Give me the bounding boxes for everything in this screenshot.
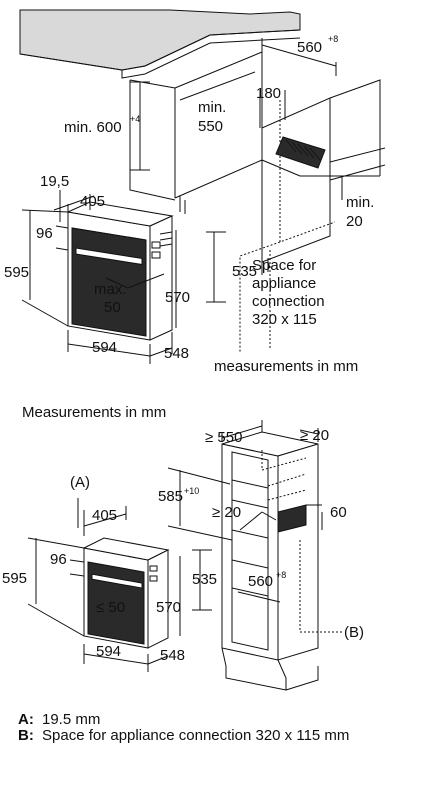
top-dim-min: min. — [198, 99, 226, 116]
note-a-key: A: — [18, 711, 34, 728]
top-units: measurements in mm — [214, 358, 358, 375]
bottom-dim-585: 585 — [158, 488, 183, 505]
bottom-dim-535: 535 — [192, 571, 217, 588]
top-space-line2: appliance — [252, 275, 316, 292]
note-b: B: Space for appliance connection 320 x … — [18, 728, 418, 744]
top-dim-min600-sup: +4 — [130, 114, 140, 124]
top-dim-560: 560 — [297, 39, 322, 56]
bottom-oven — [82, 537, 170, 649]
top-dim-20: 20 — [346, 213, 363, 230]
top-labels: 560 +8 min. 600 +4 min. 550 180 min. 20 … — [4, 34, 374, 375]
bottom-dim-550: ≥ 550 — [205, 429, 242, 446]
bottom-dimension-lines — [27, 420, 342, 672]
top-dim-594: 594 — [92, 339, 117, 356]
bottom-installation-diagram: Measurements in mm — [2, 404, 364, 691]
top-space-line3: connection — [252, 293, 325, 310]
bottom-labels: (A) ≥ 550 ≥ 20 585 +10 60 ≥ 20 405 96 59… — [2, 427, 364, 664]
bottom-dim-50: ≤ 50 — [96, 599, 125, 616]
top-oven — [66, 201, 174, 341]
bottom-dim-548: 548 — [160, 647, 185, 664]
note-a: A: 19.5 mm — [18, 712, 418, 728]
top-dim-560-sup: +8 — [328, 34, 338, 44]
bottom-title: Measurements in mm — [22, 404, 166, 421]
bottom-dim-570: 570 — [156, 599, 181, 616]
bottom-dim-20-mid: ≥ 20 — [212, 504, 241, 521]
top-dim-50: 50 — [104, 299, 121, 316]
bottom-dim-60: 60 — [330, 504, 347, 521]
bottom-dim-405: 405 — [92, 507, 117, 524]
bottom-dim-20-top: ≥ 20 — [300, 427, 329, 444]
top-dim-min2: min. — [346, 194, 374, 211]
top-dim-405: 405 — [80, 193, 105, 210]
top-installation-diagram: 560 +8 min. 600 +4 min. 550 180 min. 20 … — [4, 9, 386, 375]
bottom-label-b: (B) — [344, 624, 364, 641]
top-dim-min600: min. 600 — [64, 119, 122, 136]
top-dim-550: 550 — [198, 118, 223, 135]
top-dim-570: 570 — [165, 289, 190, 306]
top-dim-595: 595 — [4, 264, 29, 281]
top-space-line1: Space for — [252, 257, 316, 274]
bottom-dim-96: 96 — [50, 551, 67, 568]
top-space-line4: 320 x 115 — [252, 311, 317, 328]
top-dim-max: max. — [94, 281, 127, 298]
note-b-key: B: — [18, 727, 34, 744]
legend-notes: A: 19.5 mm B: Space for appliance connec… — [18, 712, 418, 744]
top-dimension-lines — [21, 38, 343, 364]
bottom-dim-560-sup: +8 — [276, 570, 286, 580]
top-dim-180: 180 — [256, 85, 281, 102]
top-dim-96: 96 — [36, 225, 53, 242]
note-b-text: Space for appliance connection 320 x 115… — [42, 727, 350, 744]
bottom-dim-594: 594 — [96, 643, 121, 660]
top-dim-535: 535 — [232, 263, 257, 280]
bottom-dim-560: 560 — [248, 573, 273, 590]
note-a-text: 19.5 mm — [42, 711, 101, 728]
top-dim-19-5: 19,5 — [40, 173, 69, 190]
tall-cabinet — [221, 431, 319, 691]
bottom-label-a: (A) — [70, 474, 90, 491]
bottom-dim-595: 595 — [2, 570, 27, 587]
top-dim-548: 548 — [164, 345, 189, 362]
top-cabinet — [129, 51, 386, 352]
bottom-dim-585-sup: +10 — [184, 486, 199, 496]
